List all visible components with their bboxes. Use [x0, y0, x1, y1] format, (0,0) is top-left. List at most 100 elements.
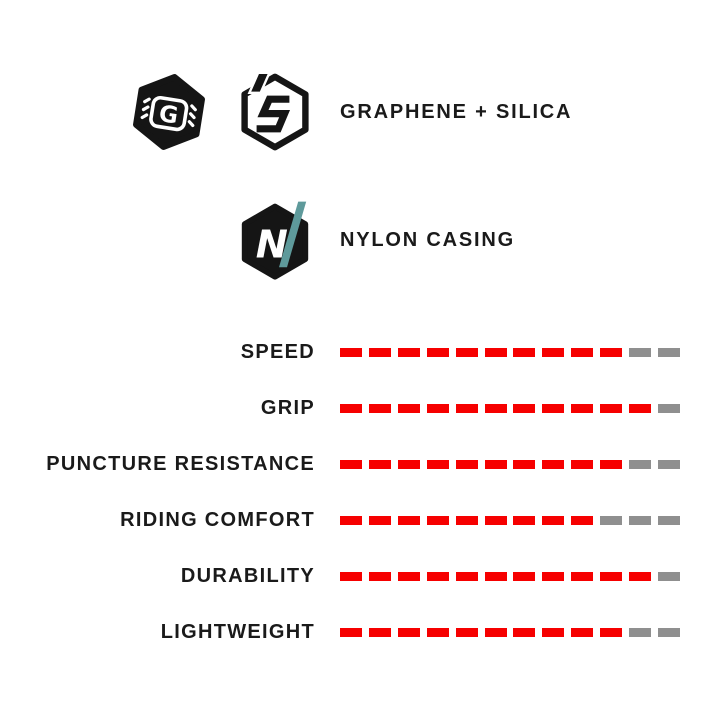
- rating-segment-filled: [426, 459, 449, 469]
- rating-segment-filled: [542, 403, 565, 413]
- feature-nylon-casing: N NYLON CASING: [0, 200, 720, 280]
- rating-segment-filled: [340, 347, 362, 357]
- rating-segment-empty: [657, 571, 680, 581]
- rating-segment-filled: [513, 347, 536, 357]
- rating-segment-filled: [455, 403, 478, 413]
- rating-segment-filled: [571, 515, 594, 525]
- rating-segment-filled: [368, 459, 391, 469]
- rating-segment-filled: [455, 571, 478, 581]
- rating-segment-empty: [600, 515, 623, 525]
- graphene-hexagon-icon: G: [129, 72, 209, 152]
- rating-segment-filled: [484, 459, 507, 469]
- rating-segment-filled: [513, 459, 536, 469]
- rating-segment-filled: [397, 571, 420, 581]
- rating-segment-empty: [657, 459, 680, 469]
- rating-row: SPEED: [0, 324, 720, 380]
- rating-segment-filled: [368, 571, 391, 581]
- rating-segment-filled: [542, 459, 565, 469]
- rating-segment-filled: [397, 627, 420, 637]
- rating-segment-filled: [340, 571, 362, 581]
- silica-bolt-icon: [235, 71, 315, 152]
- rating-label: PUNCTURE RESISTANCE: [46, 452, 315, 475]
- rating-row: GRIP: [0, 380, 720, 436]
- rating-segment-filled: [397, 515, 420, 525]
- rating-segment-filled: [484, 571, 507, 581]
- rating-segment-filled: [426, 571, 449, 581]
- rating-segment-filled: [571, 403, 594, 413]
- rating-bar: [340, 347, 680, 357]
- rating-segment-empty: [657, 627, 680, 637]
- rating-segment-filled: [542, 627, 565, 637]
- rating-segment-filled: [629, 403, 652, 413]
- feature-label-nylon-casing: NYLON CASING: [340, 228, 515, 251]
- rating-segment-filled: [340, 627, 362, 637]
- rating-label: SPEED: [240, 340, 315, 363]
- feature-icons-graphene-silica: G: [0, 71, 315, 152]
- rating-segment-filled: [455, 627, 478, 637]
- rating-segment-filled: [600, 347, 623, 357]
- rating-segment-filled: [426, 347, 449, 357]
- rating-segment-filled: [484, 515, 507, 525]
- rating-segment-filled: [368, 515, 391, 525]
- rating-bar: [340, 403, 680, 413]
- rating-bar: [340, 627, 680, 637]
- rating-segment-empty: [657, 515, 680, 525]
- rating-bar: [340, 515, 680, 525]
- rating-segment-filled: [426, 403, 449, 413]
- rating-segment-filled: [455, 459, 478, 469]
- rating-segment-filled: [455, 347, 478, 357]
- feature-icons-nylon: N: [0, 200, 315, 280]
- rating-segment-filled: [426, 627, 449, 637]
- rating-bar: [340, 459, 680, 469]
- rating-segment-filled: [571, 347, 594, 357]
- rating-segment-filled: [542, 515, 565, 525]
- rating-segment-filled: [600, 459, 623, 469]
- rating-segment-filled: [484, 627, 507, 637]
- rating-segment-filled: [571, 459, 594, 469]
- rating-segment-empty: [629, 515, 652, 525]
- rating-label: DURABILITY: [180, 564, 315, 587]
- features-section: G: [0, 0, 720, 280]
- rating-row: DURABILITY: [0, 548, 720, 604]
- rating-segment-filled: [629, 571, 652, 581]
- rating-segment-filled: [571, 571, 594, 581]
- rating-segment-filled: [484, 403, 507, 413]
- rating-segment-filled: [368, 627, 391, 637]
- rating-segment-filled: [600, 627, 623, 637]
- rating-segment-filled: [513, 627, 536, 637]
- graphene-letter: G: [157, 100, 180, 130]
- rating-segment-filled: [600, 403, 623, 413]
- rating-segment-filled: [340, 403, 362, 413]
- rating-segment-filled: [340, 515, 362, 525]
- rating-segment-filled: [455, 515, 478, 525]
- feature-graphene-silica: G: [0, 71, 720, 152]
- ratings-chart: SPEED GRIP PUNCTURE RESISTANCE RIDING COMFO…: [0, 324, 720, 660]
- rating-segment-empty: [657, 347, 680, 357]
- rating-segment-filled: [571, 627, 594, 637]
- rating-segment-empty: [629, 627, 652, 637]
- rating-segment-filled: [513, 403, 536, 413]
- rating-segment-filled: [542, 347, 565, 357]
- rating-bar: [340, 571, 680, 581]
- rating-segment-empty: [657, 403, 680, 413]
- rating-segment-filled: [368, 403, 391, 413]
- rating-segment-filled: [397, 459, 420, 469]
- rating-segment-filled: [542, 571, 565, 581]
- nylon-hexagon-icon: N: [235, 200, 315, 280]
- rating-segment-filled: [340, 459, 362, 469]
- rating-label: RIDING COMFORT: [120, 508, 315, 531]
- rating-segment-filled: [513, 571, 536, 581]
- rating-segment-empty: [629, 347, 652, 357]
- rating-row: RIDING COMFORT: [0, 492, 720, 548]
- rating-segment-filled: [397, 347, 420, 357]
- rating-segment-filled: [513, 515, 536, 525]
- rating-label: GRIP: [260, 396, 315, 419]
- rating-row: PUNCTURE RESISTANCE: [0, 436, 720, 492]
- rating-row: LIGHTWEIGHT: [0, 604, 720, 660]
- rating-segment-filled: [484, 347, 507, 357]
- rating-segment-filled: [600, 571, 623, 581]
- rating-label: LIGHTWEIGHT: [160, 620, 315, 643]
- rating-segment-filled: [397, 403, 420, 413]
- rating-segment-empty: [629, 459, 652, 469]
